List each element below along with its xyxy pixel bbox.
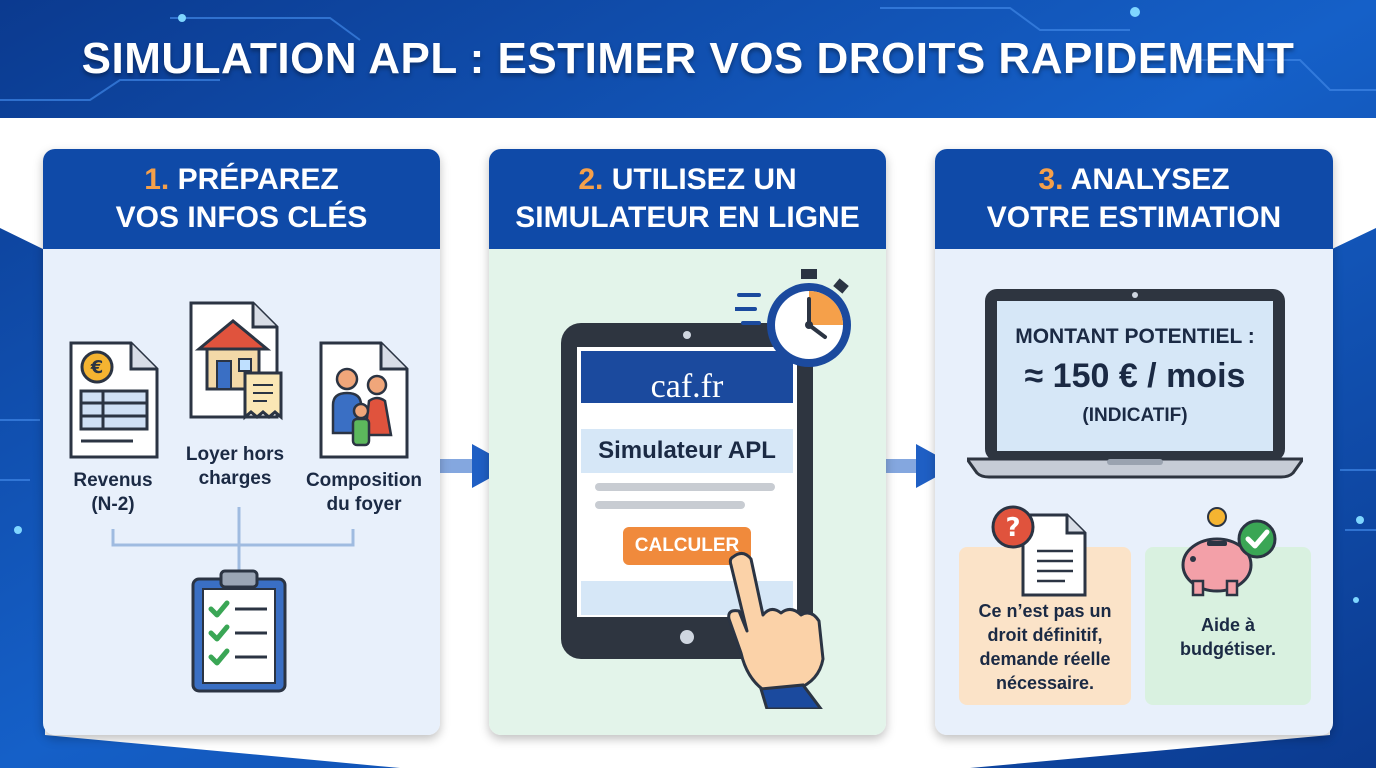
step-3-heading: 3. ANALYSEZ VOTRE ESTIMATION — [935, 149, 1333, 249]
step-3-panel: 3. ANALYSEZ VOTRE ESTIMATION MONTANT POT… — [935, 149, 1333, 735]
heading-line: VOS INFOS CLÉS — [115, 201, 368, 234]
step-number: 3. — [1038, 163, 1064, 196]
item-label: Loyer hors — [185, 444, 285, 465]
step-1-panel: 1. PRÉPAREZ VOS INFOS CLÉS € Revenus (N-… — [43, 149, 440, 735]
step-1-heading: 1. PRÉPAREZ VOS INFOS CLÉS — [43, 149, 440, 249]
income-document-icon: € — [69, 341, 159, 459]
item-revenus: Revenus (N-2) — [57, 469, 169, 517]
warning-note-text: Ce n’est pas un droit définitif, demande… — [959, 599, 1131, 695]
step-2-panel: 2. UTILISEZ UN SIMULATEUR EN LIGNE caf.f… — [489, 149, 886, 735]
laptop-icon — [967, 289, 1303, 479]
stopwatch-icon — [735, 269, 851, 367]
heading-line: VOTRE ESTIMATION — [986, 201, 1282, 234]
budget-note-text: Aide à budgétiser. — [1145, 613, 1311, 661]
question-document-icon: ? — [991, 505, 1087, 597]
calculer-button[interactable]: CALCULER — [623, 527, 751, 565]
page-title: SIMULATION APL : ESTIMER VOS DROITS RAPI… — [81, 34, 1295, 83]
checklist-clipboard-icon — [191, 569, 287, 693]
item-label: charges — [198, 468, 272, 489]
pointing-hand-icon — [727, 552, 825, 709]
svg-text:?: ? — [1005, 513, 1020, 543]
site-logo: caf.fr — [650, 368, 724, 405]
note-line: nécessaire. — [995, 673, 1095, 693]
note-line: Aide à — [1200, 615, 1256, 635]
note-line: demande réelle — [979, 649, 1111, 669]
connector-lines — [111, 507, 355, 573]
note-line: droit définitif, — [987, 625, 1103, 645]
item-composition: Composition du foyer — [299, 469, 429, 517]
form-title: Simulateur APL — [598, 437, 776, 464]
family-document-icon — [319, 341, 409, 459]
piggy-bank-icon — [1181, 507, 1277, 597]
heading-line: SIMULATEUR EN LIGNE — [515, 201, 860, 234]
note-line: Ce n’est pas un — [978, 601, 1112, 621]
svg-text:€: € — [90, 357, 104, 378]
heading-line: PRÉPAREZ — [177, 163, 339, 196]
heading-line: ANALYSEZ — [1070, 163, 1230, 196]
item-label: du foyer — [326, 494, 402, 515]
heading-line: UTILISEZ UN — [611, 163, 797, 196]
amount-value: ≈ 150 € / mois — [1024, 357, 1246, 395]
screen-note: (INDICATIF) — [1082, 405, 1188, 426]
step-number: 2. — [578, 163, 604, 196]
house-receipt-icon — [189, 301, 283, 421]
item-label: (N-2) — [91, 494, 135, 515]
screen-label: MONTANT POTENTIEL : — [1015, 325, 1255, 348]
item-label: Revenus — [73, 470, 153, 491]
note-line: budgétiser. — [1179, 639, 1277, 659]
step-number: 1. — [144, 163, 170, 196]
item-loyer: Loyer hors charges — [177, 443, 293, 491]
item-label: Composition — [305, 470, 423, 491]
step-2-heading: 2. UTILISEZ UN SIMULATEUR EN LIGNE — [489, 149, 886, 249]
